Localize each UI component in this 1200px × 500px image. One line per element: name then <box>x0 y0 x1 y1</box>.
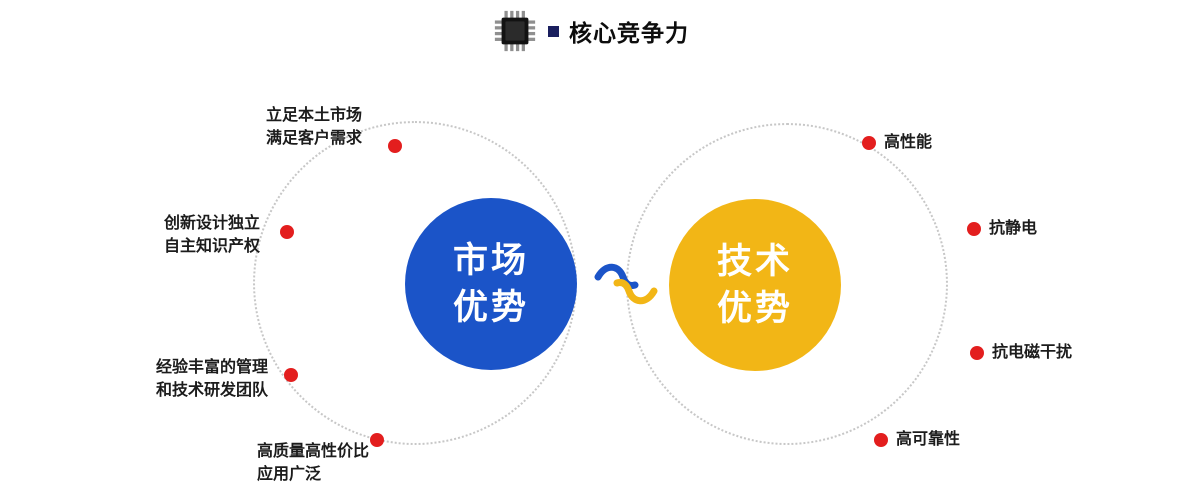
feature-label-line: 高性能 <box>884 134 933 151</box>
tech-feature-item: 高性能 <box>884 131 932 154</box>
feature-label-line: 应用广泛 <box>257 466 322 483</box>
market-feature-item: 经验丰富的管理 和技术研发团队 <box>156 356 268 402</box>
feature-label-line: 满足客户需求 <box>266 130 363 147</box>
feature-label-line: 抗电磁干扰 <box>992 344 1073 361</box>
red-dot-icon <box>370 433 384 447</box>
chip-icon <box>494 10 536 52</box>
market-feature-item: 立足本土市场 满足客户需求 <box>266 104 362 150</box>
market-advantage-circle: 市场 优势 <box>405 198 577 370</box>
red-dot-icon <box>862 136 876 150</box>
red-dot-icon <box>967 222 981 236</box>
feature-label-line: 高质量高性价比 <box>257 443 370 460</box>
feature-label-line: 立足本土市场 <box>266 107 363 124</box>
red-dot-icon <box>874 433 888 447</box>
market-advantage-label-line1: 市场 <box>452 240 529 280</box>
tech-advantage-label-line1: 技术 <box>716 241 793 281</box>
market-advantage-label-line2: 优势 <box>452 288 529 327</box>
feature-label-line: 和技术研发团队 <box>156 382 269 399</box>
tech-feature-item: 抗电磁干扰 <box>992 341 1072 364</box>
red-dot-icon <box>970 346 984 360</box>
red-dot-icon <box>388 139 402 153</box>
tech-advantage-label-line2: 优势 <box>716 289 793 328</box>
feature-label-line: 经验丰富的管理 <box>156 359 269 376</box>
feature-label-line: 高可靠性 <box>896 431 961 448</box>
page-title: 核心竞争力 <box>569 20 689 46</box>
tech-feature-item: 高可靠性 <box>896 428 960 451</box>
market-feature-item: 高质量高性价比 应用广泛 <box>257 440 369 486</box>
feature-label-line: 创新设计独立 <box>164 215 261 232</box>
square-bullet-icon <box>548 25 559 37</box>
red-dot-icon <box>280 225 294 239</box>
tech-advantage-circle: 技术 优势 <box>669 199 841 371</box>
market-feature-item: 创新设计独立 自主知识产权 <box>164 212 260 258</box>
feature-label-line: 自主知识产权 <box>164 238 261 255</box>
interlock-connector-icon <box>594 263 658 305</box>
header: 核心竞争力 <box>492 8 689 54</box>
tech-feature-item: 抗静电 <box>989 217 1037 240</box>
red-dot-icon <box>284 368 298 382</box>
feature-label-line: 抗静电 <box>989 220 1038 237</box>
